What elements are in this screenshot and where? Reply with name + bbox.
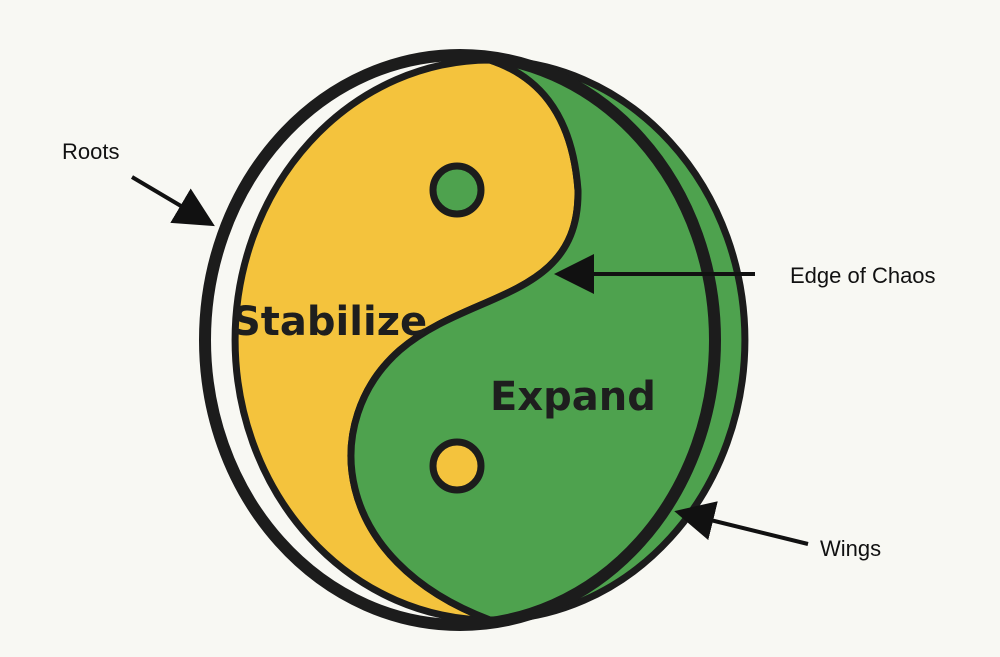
wings-arrow xyxy=(674,501,809,546)
edge-of-chaos-label: Edge of Chaos xyxy=(790,263,936,288)
wings-label: Wings xyxy=(820,536,881,561)
roots-arrow xyxy=(130,175,215,227)
yellow-dot xyxy=(429,438,485,494)
outer-ring xyxy=(199,49,721,631)
green-dot xyxy=(429,162,485,218)
expand-label: Expand xyxy=(490,374,656,420)
roots-label: Roots xyxy=(62,139,119,164)
stabilize-label: Stabilize xyxy=(232,299,427,345)
